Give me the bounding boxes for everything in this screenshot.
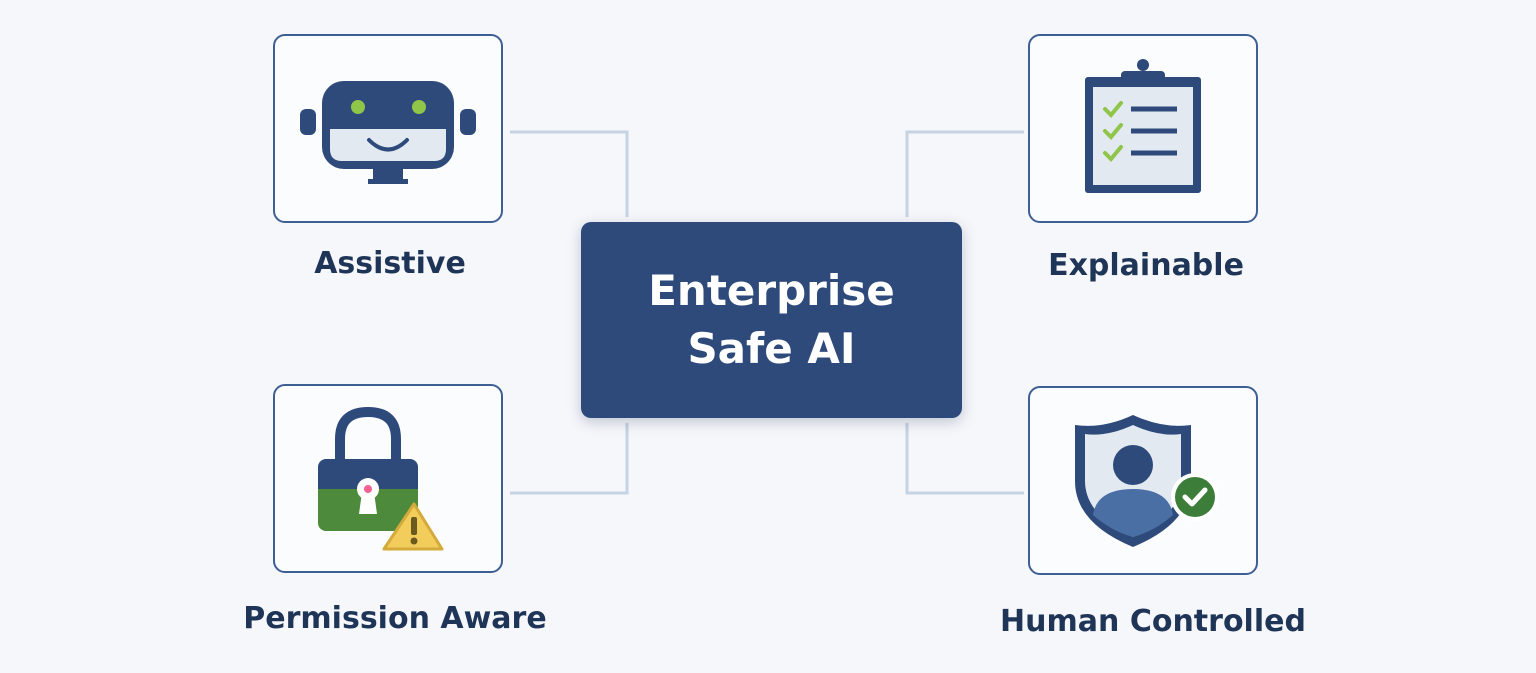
lock-warning-icon (318, 406, 444, 550)
connector-assistive (510, 130, 629, 217)
connector-permission-aware (510, 423, 629, 495)
shield-user-check-icon (1075, 414, 1219, 547)
connector-explainable (905, 130, 1024, 217)
human-controlled-card (1028, 386, 1258, 575)
explainable-label: Explainable (1048, 248, 1244, 283)
center-title-line2: Safe AI (687, 324, 856, 373)
clipboard-checklist-icon (1085, 58, 1201, 193)
permission-aware-card (273, 384, 503, 573)
assistive-card (273, 34, 503, 223)
robot-icon (300, 80, 476, 184)
explainable-card (1028, 34, 1258, 223)
human-controlled-label: Human Controlled (1000, 604, 1306, 639)
central-concept-box: Enterprise Safe AI (581, 222, 962, 418)
center-title-line1: Enterprise (648, 266, 895, 315)
assistive-label: Assistive (314, 246, 466, 281)
connector-human-controlled (905, 423, 1024, 495)
permission-aware-label: Permission Aware (243, 601, 547, 636)
